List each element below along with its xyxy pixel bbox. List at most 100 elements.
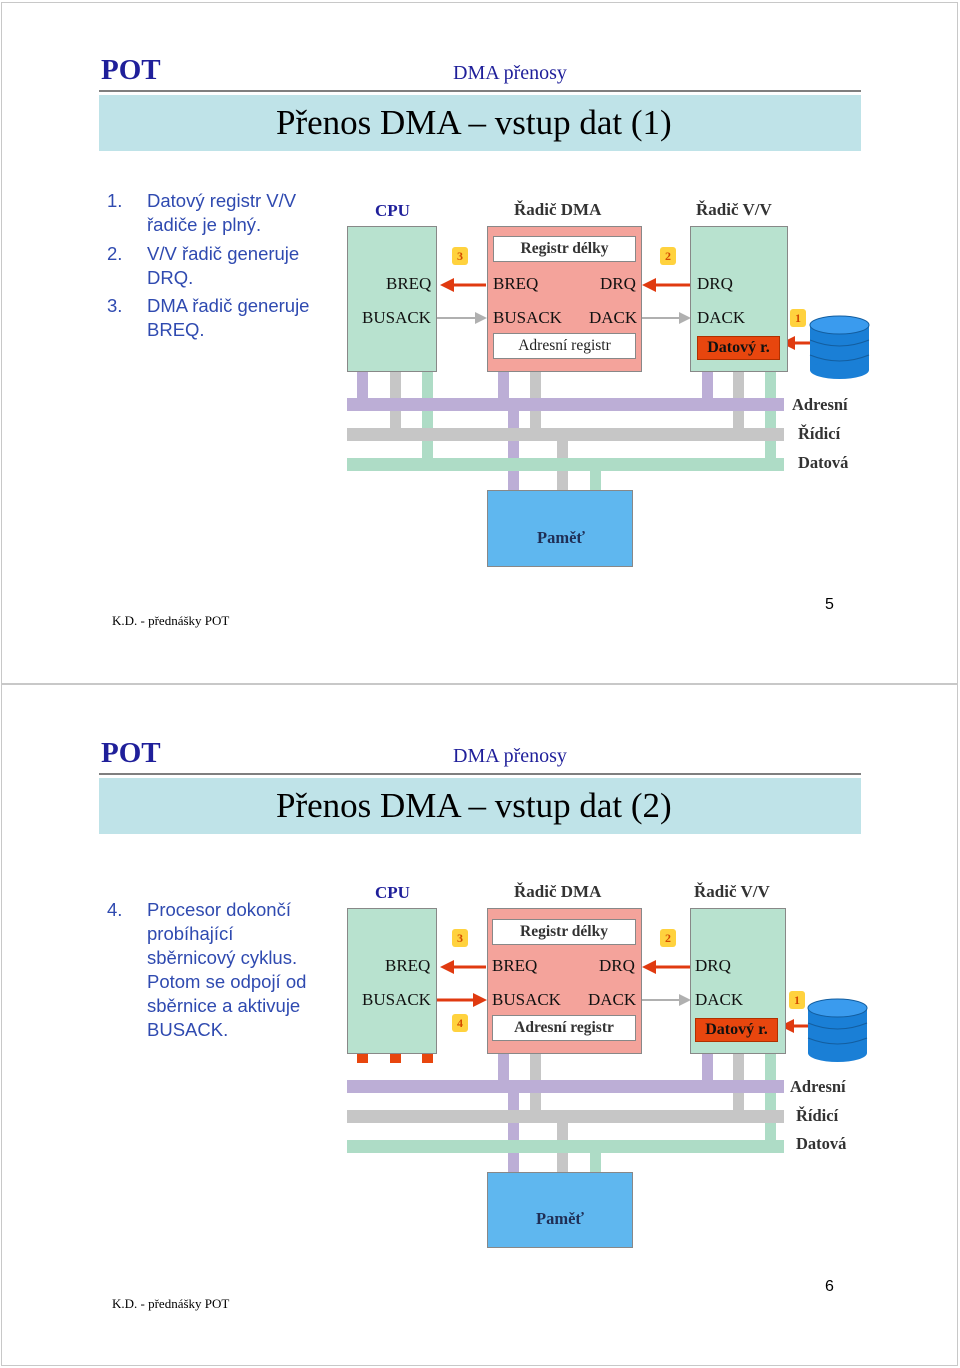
io-header: Řadič V/V — [696, 200, 772, 219]
cpu-box — [347, 226, 437, 372]
dma-breq-label: BREQ — [493, 274, 539, 293]
control-bus-label: Řídicí — [798, 424, 841, 443]
arrow-head — [679, 994, 691, 1006]
dma-drq-label: DRQ — [599, 956, 635, 975]
control-bus — [347, 428, 784, 441]
memory-label: Paměť — [537, 528, 585, 547]
cpu-busack-label: BUSACK — [362, 308, 431, 327]
address-bus — [347, 398, 784, 411]
slide-2: POT DMA přenosy Přenos DMA – vstup dat (… — [0, 684, 960, 1368]
io-address-line — [702, 370, 713, 406]
address-bus — [347, 1080, 784, 1093]
course-label: POT — [101, 54, 161, 86]
dma-breq-label: BREQ — [492, 956, 538, 975]
length-register: Registr délky — [493, 236, 636, 262]
mem-address-line — [508, 1090, 519, 1174]
title-bar: Přenos DMA – vstup dat (2) — [99, 778, 861, 834]
data-register: Datový r. — [695, 1018, 778, 1042]
footer-text: K.D. - přednášky POT — [112, 613, 230, 628]
dma-diagram — [347, 960, 868, 1174]
dma-header: Řadič DMA — [514, 882, 602, 901]
address-register: Adresní registr — [492, 1015, 636, 1041]
memory-label: Paměť — [536, 1209, 584, 1228]
cpu-disconnected-stubs — [357, 1051, 433, 1063]
io-data-line — [765, 1052, 776, 1148]
page-number: 5 — [825, 596, 834, 613]
dma-header: Řadič DMA — [514, 200, 602, 219]
title-bar: Přenos DMA – vstup dat (1) — [99, 95, 861, 151]
step-badge: 3 — [452, 929, 468, 947]
memory-box: Paměť — [487, 490, 633, 567]
bullet-line: BREQ. — [147, 319, 205, 340]
signal-arrows — [436, 278, 810, 350]
header-rule — [99, 773, 861, 775]
arrow-head — [475, 312, 487, 324]
bullet-item: 1. Datový registr V/V řadiče je plný. — [107, 189, 337, 241]
io-address-line — [702, 1052, 713, 1088]
address-register: Adresní registr — [493, 333, 636, 359]
slide-1: POT DMA přenosy Přenos DMA – vstup dat (… — [1, 2, 958, 684]
dma-dack-label: DACK — [588, 990, 637, 1009]
dma-diagram — [347, 278, 870, 492]
step-badge: 2 — [660, 247, 676, 265]
data-bus-label: Datová — [796, 1134, 847, 1153]
cpu-stub — [390, 1051, 401, 1063]
step-badge: 1 — [789, 991, 805, 1009]
step-badge: 1 — [790, 309, 806, 327]
bullet-line: sběrnice a aktivuje — [147, 995, 301, 1016]
dma-address-line — [498, 370, 509, 406]
cpu-breq-label: BREQ — [386, 274, 432, 293]
step-badge: 3 — [452, 247, 468, 265]
dma-dack-label: DACK — [589, 308, 638, 327]
slide-title: Přenos DMA – vstup dat (2) — [276, 786, 672, 825]
address-bus-label: Adresní — [792, 395, 848, 414]
data-bus — [347, 458, 784, 471]
io-header: Řadič V/V — [694, 882, 770, 901]
io-dack-label: DACK — [697, 308, 746, 327]
bullet-line: Potom se odpojí od — [147, 971, 307, 992]
cpu-address-line — [357, 370, 368, 406]
arrow-head — [781, 336, 795, 350]
header-rule — [99, 90, 861, 92]
arrow-head — [642, 278, 656, 292]
bullet-line: DRQ. — [147, 267, 194, 288]
mem-address-line — [508, 408, 519, 492]
dma-address-line — [498, 1052, 509, 1088]
subject-label: DMA přenosy — [453, 745, 567, 767]
io-data-line — [765, 370, 776, 466]
step-badge: 2 — [660, 929, 676, 947]
signal-arrows — [436, 960, 808, 1033]
control-bus — [347, 1110, 784, 1123]
io-drq-label: DRQ — [697, 274, 733, 293]
length-register: Registr délky — [492, 919, 636, 945]
cpu-busack-label: BUSACK — [362, 990, 431, 1009]
bullet-line: BUSACK. — [147, 1019, 229, 1040]
cpu-breq-label: BREQ — [385, 956, 431, 975]
bullet-number: 1. — [107, 190, 123, 211]
bullet-line: probíhající — [147, 923, 234, 944]
bullet-number: 2. — [107, 243, 123, 264]
page-number: 6 — [825, 1278, 834, 1295]
mem-data-line — [590, 468, 601, 492]
disk-icon — [809, 315, 870, 379]
memory-box: Paměť — [487, 1172, 633, 1248]
address-bus-label: Adresní — [790, 1077, 846, 1096]
cpu-header: CPU — [375, 201, 410, 220]
bullet-line: řadiče je plný. — [147, 214, 262, 235]
cpu-data-line — [422, 370, 433, 466]
course-label: POT — [101, 737, 161, 769]
bullet-line: V/V řadič generuje — [147, 243, 300, 264]
cpu-stub — [422, 1051, 433, 1063]
bullet-line: Datový registr V/V — [147, 190, 297, 211]
bullet-line: DMA řadič generuje — [147, 295, 310, 316]
bullet-item: 2. V/V řadič generuje DRQ. — [107, 242, 337, 294]
io-drq-label: DRQ — [695, 956, 731, 975]
cpu-box — [347, 908, 437, 1054]
dma-busack-label: BUSACK — [493, 308, 562, 327]
disk-icon — [807, 998, 868, 1062]
bullet-number: 4. — [107, 899, 123, 920]
data-bus — [347, 1140, 784, 1153]
slide-title: Přenos DMA – vstup dat (1) — [276, 103, 672, 142]
step-badge: 4 — [452, 1014, 468, 1032]
bullet-line: sběrnicový cyklus. — [147, 947, 298, 968]
